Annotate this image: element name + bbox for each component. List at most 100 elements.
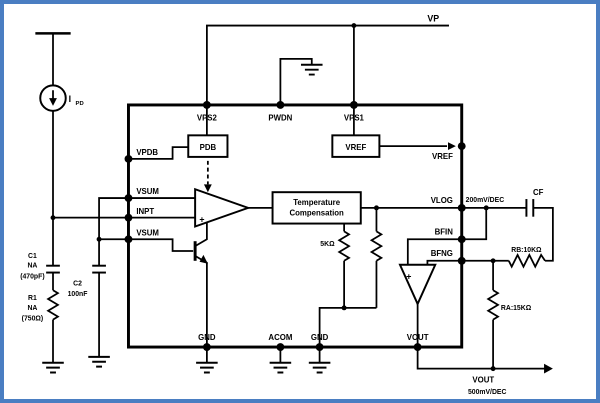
bfin-external-wire	[461, 207, 488, 241]
temp-comp-label-line1: Temperature	[293, 198, 340, 207]
junction-dot	[50, 215, 56, 221]
pin-label-vsum-upper: VSUM	[136, 187, 159, 196]
junction-dot	[490, 258, 496, 264]
wire	[533, 206, 554, 262]
pin-label-vref: VREF	[432, 152, 453, 161]
internal-resistor-b	[369, 230, 384, 262]
input-amp-triangle	[194, 187, 252, 228]
vout-wire	[416, 347, 546, 370]
junction-dot	[351, 23, 357, 29]
ground-icon	[42, 361, 64, 374]
pin-label-gnd-1: GND	[198, 333, 216, 342]
junction-dot	[490, 366, 496, 372]
ground-icon	[308, 361, 331, 374]
pin-vps2	[202, 101, 211, 109]
r1-resistor	[46, 289, 60, 321]
pin-bfin	[457, 235, 466, 244]
vout-arrow-icon	[544, 363, 553, 374]
pdb-block-label: PDB	[200, 143, 217, 152]
buffer-amp-plus: +	[406, 271, 411, 281]
c1-name-label: C1	[28, 253, 37, 260]
wiring	[35, 24, 554, 370]
c1-value-label: (470pF)	[20, 273, 44, 280]
internal-resistor-label: 5KΩ	[320, 241, 335, 248]
cf-label: CF	[533, 188, 544, 197]
circuit-schematic: VP I PD VPS2 PWDN VPS1 VPDB VSUM INPT VS…	[20, 14, 554, 396]
current-source-arrow-icon	[49, 98, 57, 106]
transistor-base-wire	[128, 238, 194, 252]
vp-label: VP	[427, 14, 439, 24]
pin-label-gnd-2: GND	[311, 333, 329, 342]
vlog-scale-label: 200mV/DEC	[466, 197, 505, 204]
labels: VP I PD VPS2 PWDN VPS1 VPDB VSUM INPT VS…	[20, 14, 543, 396]
pin-label-vps2: VPS2	[197, 114, 218, 123]
r1-status-label: NA	[27, 305, 37, 312]
input-amp-plus: +	[199, 215, 204, 225]
bfin-internal-wire	[406, 238, 462, 265]
transistor-collector	[194, 222, 208, 247]
c2-value-label: 100nF	[68, 291, 88, 298]
vsum-tie-wire	[98, 197, 129, 266]
pin-label-acom: ACOM	[268, 333, 292, 342]
pin-label-bfin: BFIN	[435, 227, 454, 236]
c1-status-label: NA	[27, 263, 37, 270]
pin-label-bfng: BFNG	[431, 249, 453, 258]
pin-label-vsum-lower: VSUM	[136, 228, 159, 237]
pin-vps1	[349, 101, 358, 109]
transistor-emitter-arrow-icon	[199, 254, 208, 264]
pin-label-vlog: VLOG	[431, 196, 453, 205]
junction-dots	[50, 23, 496, 372]
vref-block-label: VREF	[345, 143, 366, 152]
pin-pwdn	[276, 101, 285, 109]
ground-icon	[300, 63, 323, 76]
r1-name-label: R1	[28, 295, 37, 302]
ground-icon	[196, 361, 218, 374]
junction-dot	[483, 205, 489, 211]
vpdb-wire	[128, 146, 189, 160]
wire	[318, 306, 377, 348]
junction-dot	[96, 236, 102, 242]
pin-label-inpt: INPT	[136, 207, 154, 216]
temp-comp-label-line2: Compensation	[289, 209, 344, 218]
pin-label-vpdb: VPDB	[136, 148, 158, 157]
c2-name-label: C2	[73, 280, 82, 287]
ground-symbols	[42, 63, 331, 374]
ra-resistor	[486, 289, 500, 321]
pin-vref	[457, 142, 466, 151]
photodiode-current-subscript: PD	[76, 101, 84, 107]
vout-scale-label: 500mV/DEC	[468, 389, 507, 396]
ground-icon	[269, 361, 292, 374]
pin-label-pwdn: PWDN	[268, 114, 292, 123]
pin-inpt	[124, 213, 133, 222]
pdb-block	[187, 134, 229, 158]
pwdn-ground-wire	[279, 58, 313, 105]
pin-vout	[413, 343, 422, 351]
buffer-amp-triangle	[398, 263, 437, 307]
internal-resistor-a	[337, 230, 351, 262]
ra-label: RA:15KΩ	[501, 305, 532, 312]
vout-output-label: VOUT	[472, 375, 494, 384]
ic-pins	[124, 101, 466, 351]
pin-acom	[276, 343, 285, 351]
ic-outline	[127, 103, 464, 349]
pin-label-vout: VOUT	[407, 333, 429, 342]
pin-vlog	[457, 203, 466, 212]
pin-vsum-lower	[124, 235, 133, 244]
pin-vpdb	[124, 154, 133, 163]
pin-bfng	[457, 256, 466, 265]
vp-rail-wire	[206, 24, 449, 105]
rb-label: RB:10KΩ	[511, 247, 542, 254]
arrowheads	[49, 98, 553, 374]
bfng-internal-wire	[426, 259, 462, 265]
pin-gnd-1	[202, 343, 211, 351]
junction-dot	[341, 305, 347, 311]
pin-gnd-2	[315, 343, 324, 351]
r1-value-label: (750Ω)	[22, 316, 44, 323]
photodiode-current-label: I	[69, 94, 71, 104]
ground-icon	[88, 355, 110, 368]
pin-label-vps1: VPS1	[344, 114, 365, 123]
pdb-control-arrow-icon	[203, 184, 212, 193]
junction-dot	[374, 205, 379, 211]
vref-arrow-icon	[448, 142, 456, 151]
